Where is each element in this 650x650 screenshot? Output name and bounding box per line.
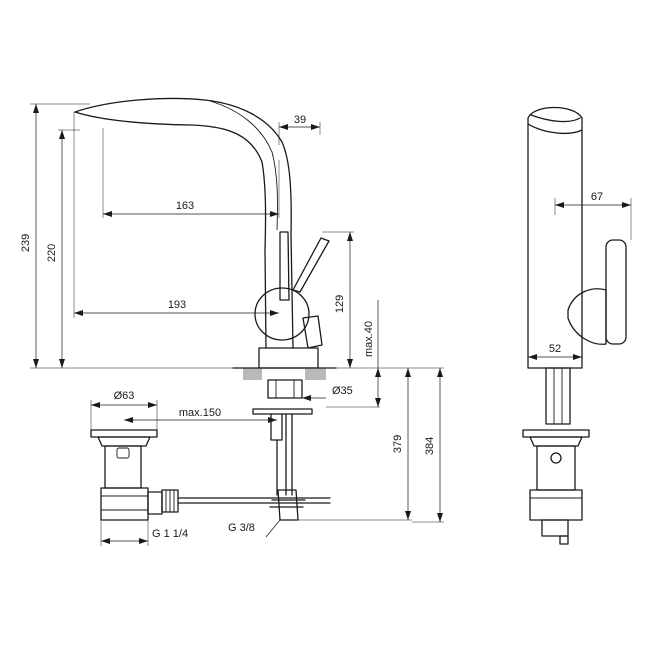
label-193: 193	[168, 299, 186, 311]
label-g-3-8: G 3/8	[228, 522, 255, 534]
label-220: 220	[46, 244, 58, 262]
label-52: 52	[549, 343, 561, 355]
label-diameter-63: Ø63	[114, 390, 135, 402]
faucet-side-view	[522, 106, 627, 545]
label-67: 67	[591, 191, 603, 203]
label-379: 379	[392, 435, 404, 453]
label-diameter-35: Ø35	[332, 385, 353, 397]
label-39: 39	[294, 114, 306, 126]
label-129: 129	[334, 295, 346, 313]
label-239: 239	[20, 234, 32, 252]
label-163: 163	[176, 200, 194, 212]
dimension-lines	[30, 103, 632, 546]
label-384: 384	[424, 437, 436, 455]
label-g-1-1-4: G 1 1/4	[152, 528, 188, 540]
faucet-front-view	[74, 97, 337, 521]
dimension-labels: 239 220 39 163 193 129 max.40 Ø35 379 38…	[20, 114, 603, 540]
label-max-40: max.40	[363, 321, 375, 357]
label-max-150: max.150	[179, 407, 221, 419]
